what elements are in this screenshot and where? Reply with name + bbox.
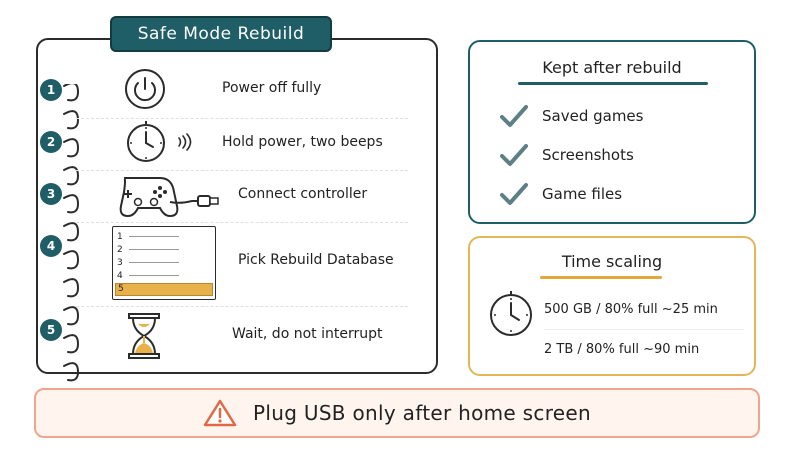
step-divider: [76, 118, 408, 119]
beep-sound-icon: [178, 133, 192, 151]
kept-item: Screenshots: [500, 143, 634, 167]
kept-title-underline: [518, 82, 708, 85]
time-title-underline: [540, 276, 662, 279]
menu-line-number: 3: [117, 258, 123, 268]
notebook-rings: [63, 84, 80, 382]
kept-item: Saved games: [500, 104, 643, 128]
step-1-label: Power off fully: [222, 80, 322, 96]
steps-card-title: Safe Mode Rebuild: [110, 16, 332, 52]
hourglass-icon: [128, 313, 160, 359]
kept-card-title: Kept after rebuild: [542, 58, 682, 77]
step-divider: [76, 170, 408, 171]
check-icon: [500, 144, 528, 166]
step-2-label: Hold power, two beeps: [222, 134, 383, 150]
time-row: 500 GB / 80% full ~25 min: [544, 302, 718, 317]
kept-item: Game files: [500, 182, 622, 206]
warning-text: Plug USB only after home screen: [253, 401, 591, 425]
step-3-label: Connect controller: [238, 186, 368, 202]
menu-line-number: 2: [117, 245, 123, 255]
step-divider: [76, 222, 408, 223]
step-4-badge: 4: [40, 235, 62, 257]
kept-item-label: Saved games: [542, 107, 644, 125]
menu-line-number: 1: [117, 232, 123, 242]
rebuild-steps-card: [36, 38, 438, 382]
controller-icon: [119, 177, 219, 218]
time-row: 2 TB / 80% full ~90 min: [544, 342, 700, 357]
clock-icon: [490, 291, 532, 336]
power-icon: [125, 69, 165, 109]
time-scaling-card: Time scaling 500 GB / 80% full ~25 min 2…: [468, 236, 756, 376]
step-3-badge: 3: [40, 183, 62, 205]
usb-warning-banner: Plug USB only after home screen: [34, 388, 760, 438]
check-icon: [500, 105, 528, 127]
kept-item-label: Screenshots: [542, 146, 634, 164]
menu-line-number: 4: [117, 271, 123, 281]
step-5-label: Wait, do not interrupt: [232, 326, 383, 342]
step-divider: [76, 306, 408, 307]
kept-after-rebuild-card: Kept after rebuild Saved games Screensho…: [468, 40, 756, 224]
time-row-divider: [544, 329, 744, 330]
kept-item-label: Game files: [542, 185, 623, 203]
clock-icon: [127, 121, 165, 162]
step-1-badge: 1: [40, 79, 62, 101]
warning-triangle-icon: [203, 399, 237, 427]
time-card-title: Time scaling: [561, 252, 663, 271]
menu-list-icon: 1 2 3 4 5: [112, 226, 216, 300]
step-4-label: Pick Rebuild Database: [238, 252, 394, 268]
step-2-badge: 2: [40, 131, 62, 153]
menu-line-number: 5: [118, 284, 124, 294]
check-icon: [500, 183, 528, 205]
step-5-badge: 5: [40, 319, 62, 341]
